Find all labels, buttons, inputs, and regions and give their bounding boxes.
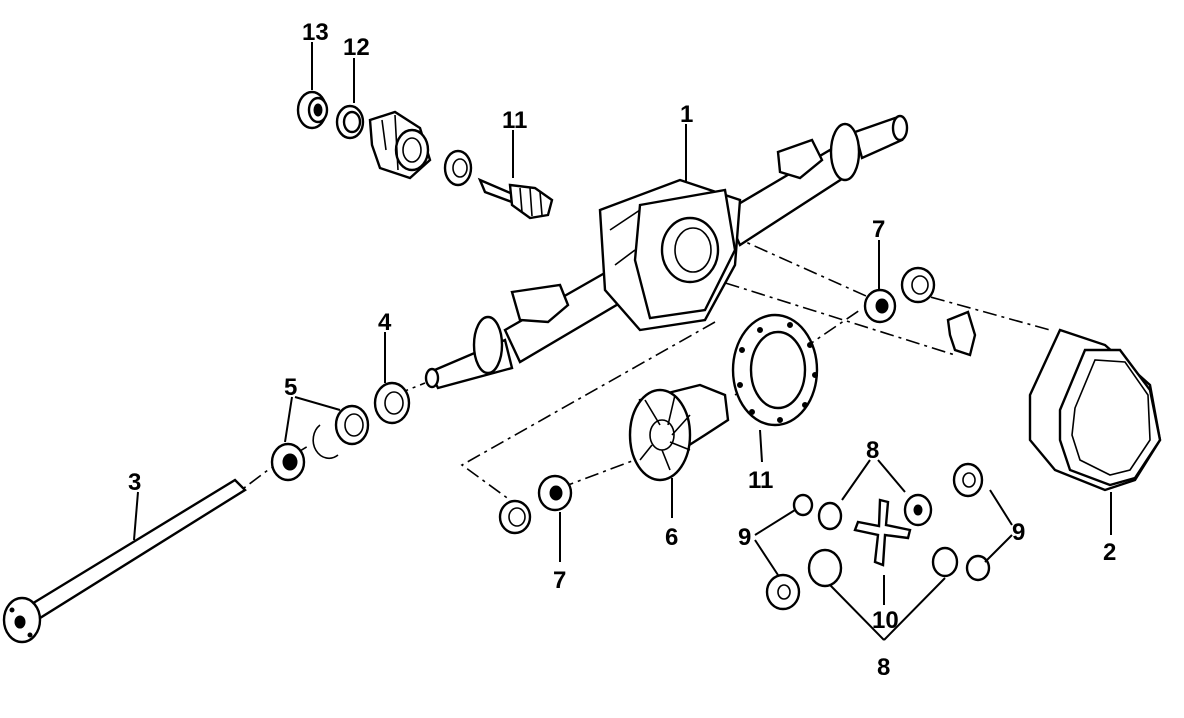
callout-11-ring: 11 [748,467,773,494]
callout-7-upper: 7 [872,216,885,243]
callout-7-lower: 7 [553,567,566,594]
callout-11-pinion: 11 [502,107,527,134]
callout-8-upper: 8 [866,437,879,464]
pinion-yoke [368,110,432,180]
differential-cover [1028,328,1162,492]
axle-seal [373,381,411,425]
spider-side-gears [807,493,959,588]
differential-case [628,383,730,482]
callout-6: 6 [665,524,678,551]
callout-12: 12 [343,34,370,61]
cross-shaft [853,498,912,567]
callout-3: 3 [128,469,141,496]
axle-shaft [2,478,247,644]
ring-gear [731,313,819,427]
callout-labels: 13 12 11 1 7 4 5 3 11 8 9 9 6 7 10 8 2 [128,19,1116,681]
axle-housing [424,114,909,390]
pinion-seal [296,90,329,130]
drive-pinion-gear [477,177,554,220]
carrier-bearing-upper [863,266,936,324]
callout-10: 10 [872,607,899,634]
callout-2: 2 [1103,539,1116,566]
carrier-bearing-lower [498,474,573,535]
callout-9-left: 9 [738,524,751,551]
leader-lines [133,42,1112,641]
thrust-washers [765,462,991,611]
callout-5: 5 [284,374,297,401]
callout-4: 4 [378,309,392,336]
bearing-cap [946,310,977,357]
axle-bearing [270,404,370,482]
callout-8-lower: 8 [877,654,890,681]
pinion-bearing-outer [335,104,365,140]
callout-9-right: 9 [1012,519,1025,546]
callout-1: 1 [680,101,693,128]
pinion-bearing-inner [443,149,473,187]
callout-13: 13 [302,19,329,46]
